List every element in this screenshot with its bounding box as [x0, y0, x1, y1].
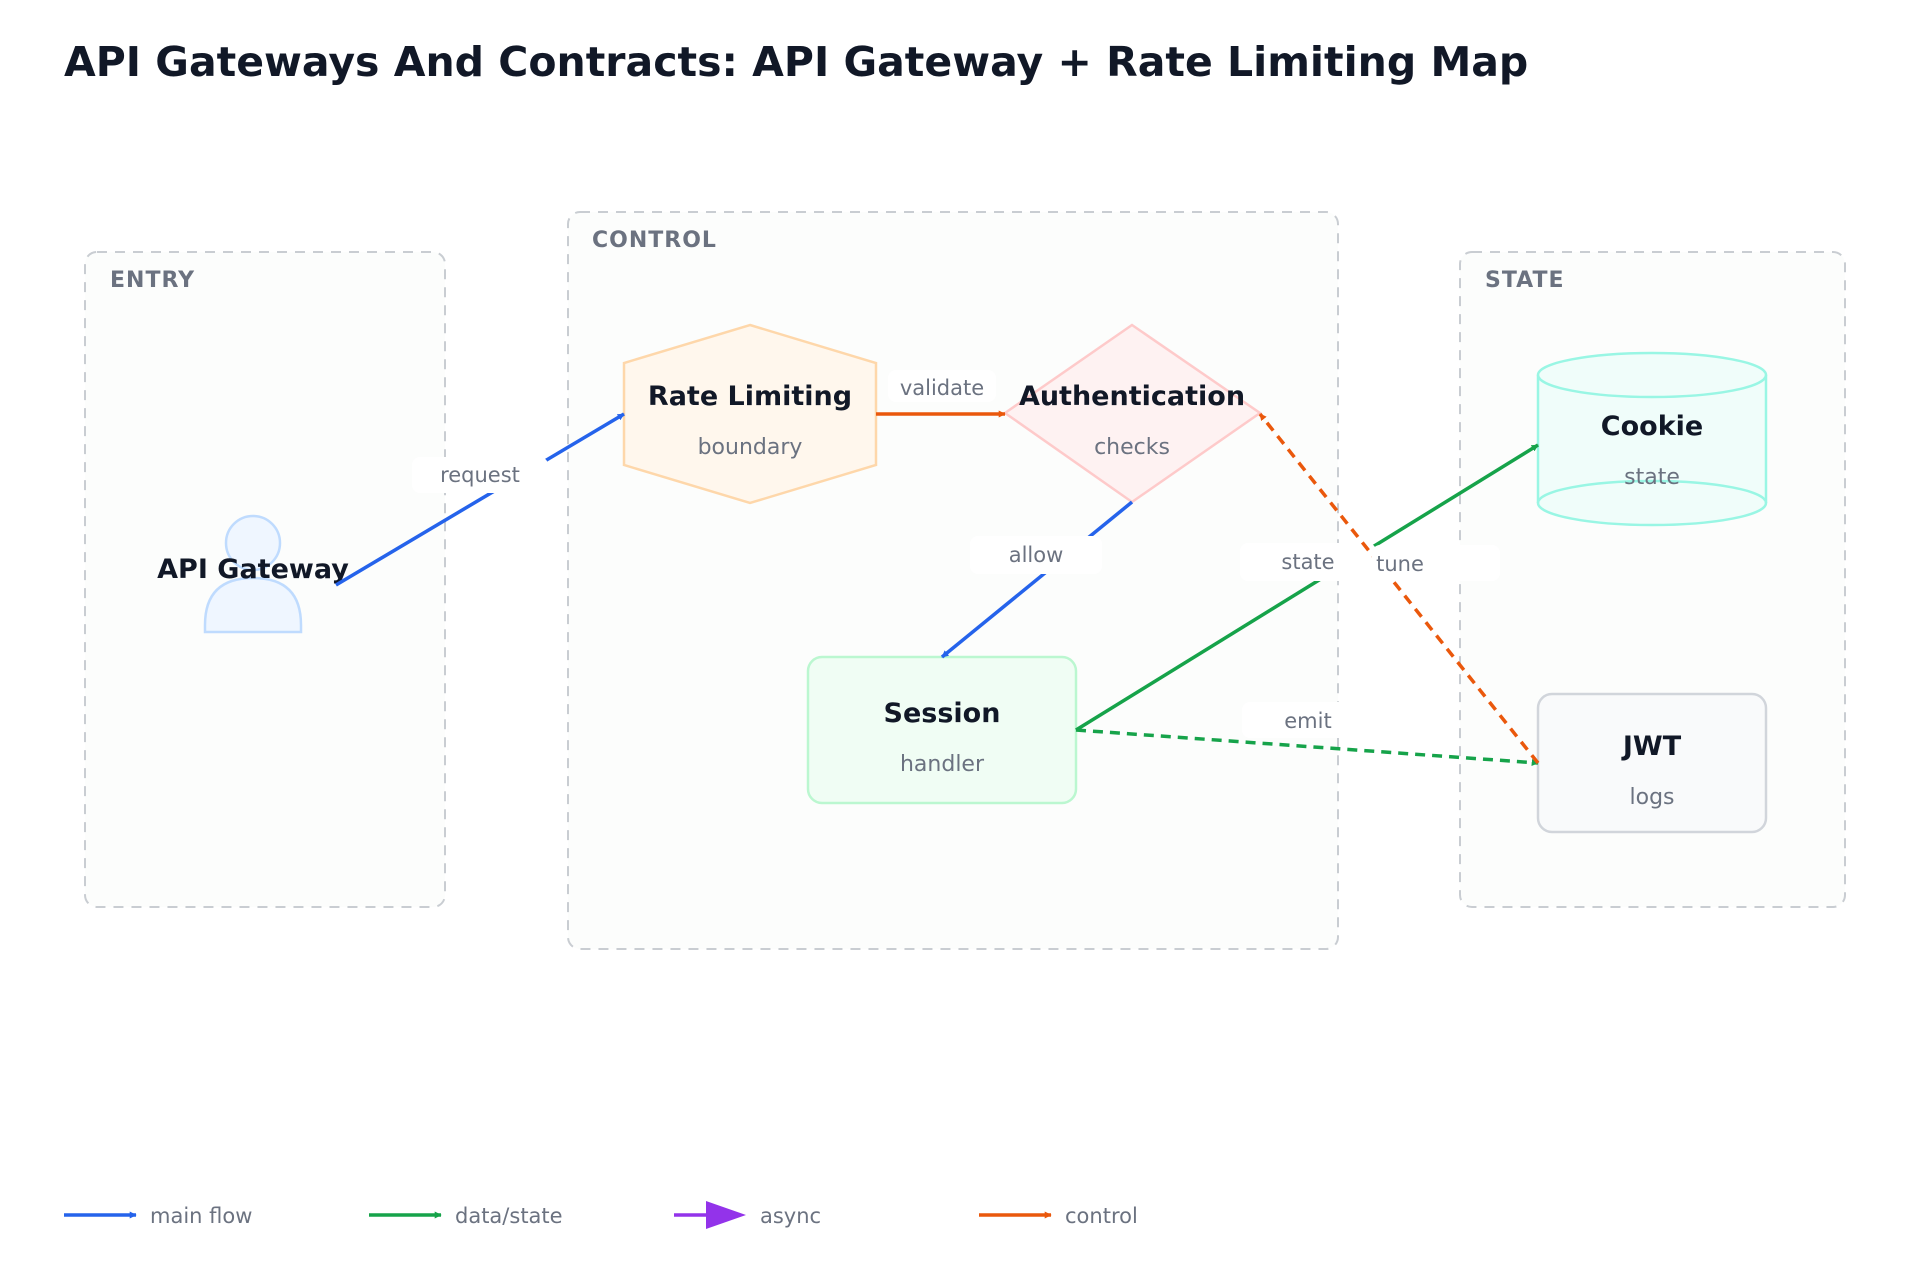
node-jwt-shape — [1536, 692, 1768, 834]
actor-head-icon — [224, 514, 282, 572]
node-cookie-title: Cookie — [1601, 411, 1703, 442]
node-session-title: Session — [884, 698, 1001, 729]
node-jwt-title: JWT — [1621, 731, 1682, 762]
group-control-label: CONTROL — [592, 228, 717, 253]
edge-request-label-bg — [412, 457, 548, 493]
node-rate-limiting-subtitle: boundary — [698, 435, 803, 460]
edge-allow-line — [940, 500, 1134, 659]
edge-state-label: state — [1281, 550, 1334, 574]
node-jwt-subtitle: logs — [1630, 785, 1675, 810]
node-cookie-rim — [1536, 479, 1768, 504]
node-cookie-top — [1536, 351, 1768, 399]
edge-allow: allow — [940, 500, 1134, 659]
legend-data-state-label: data/state — [455, 1204, 563, 1228]
edge-request-label: request — [440, 463, 520, 487]
node-session-shape — [806, 655, 1078, 805]
node-rate-limiting-shape — [622, 323, 878, 505]
node-cookie-body — [1536, 375, 1768, 527]
edge-tune: tune — [1258, 412, 1540, 765]
edge-validate: validate — [876, 370, 1006, 418]
actor-body-icon — [203, 576, 303, 634]
node-api-gateway[interactable]: API Gateway — [157, 514, 349, 634]
legend: main flow data/state async control — [64, 1201, 1138, 1229]
node-rate-limiting-title: Rate Limiting — [648, 381, 852, 412]
group-state-label: STATE — [1485, 268, 1565, 293]
page-title: API Gateways And Contracts: API Gateway … — [64, 38, 1528, 86]
legend-item-main-flow: main flow — [64, 1204, 252, 1228]
node-api-gateway-title: API Gateway — [157, 554, 349, 585]
edge-state-line — [1075, 443, 1539, 732]
edge-allow-label-bg — [970, 536, 1102, 574]
legend-control-label: control — [1065, 1204, 1138, 1228]
node-session-subtitle: handler — [900, 752, 985, 777]
edge-emit-line — [1075, 728, 1539, 767]
group-control-box — [567, 211, 1339, 950]
edge-allow-label: allow — [1009, 543, 1064, 567]
node-cookie-subtitle: state — [1624, 465, 1680, 490]
node-jwt[interactable]: JWT logs — [1536, 692, 1768, 834]
edge-state-label-bg — [1240, 543, 1376, 581]
edge-emit-label-bg — [1242, 702, 1374, 738]
group-entry-label: ENTRY — [110, 268, 195, 293]
group-control: CONTROL — [567, 211, 1339, 950]
edge-validate-label-bg — [888, 370, 996, 402]
legend-async-label: async — [760, 1204, 821, 1228]
node-authentication-title: Authentication — [1019, 381, 1245, 412]
node-cookie[interactable]: Cookie state — [1536, 351, 1768, 527]
edge-state: state — [1075, 443, 1539, 732]
edge-tune-label: tune — [1376, 552, 1424, 576]
node-rate-limiting[interactable]: Rate Limiting boundary — [622, 323, 878, 505]
legend-item-control: control — [979, 1204, 1138, 1228]
legend-async-arrowhead — [706, 1201, 746, 1229]
node-authentication[interactable]: Authentication checks — [1002, 323, 1263, 504]
edge-emit: emit — [1075, 702, 1539, 767]
edge-request-line — [335, 412, 625, 587]
edge-validate-label: validate — [900, 376, 984, 400]
edge-emit-label: emit — [1284, 709, 1331, 733]
node-authentication-subtitle: checks — [1094, 435, 1170, 460]
legend-item-async: async — [674, 1201, 821, 1229]
edge-tune-line — [1258, 412, 1540, 765]
edge-request: request — [335, 412, 625, 587]
legend-item-data-state: data/state — [369, 1204, 563, 1228]
edge-tune-label-bg — [1372, 545, 1500, 581]
legend-main-flow-label: main flow — [150, 1204, 252, 1228]
node-session[interactable]: Session handler — [806, 655, 1078, 805]
